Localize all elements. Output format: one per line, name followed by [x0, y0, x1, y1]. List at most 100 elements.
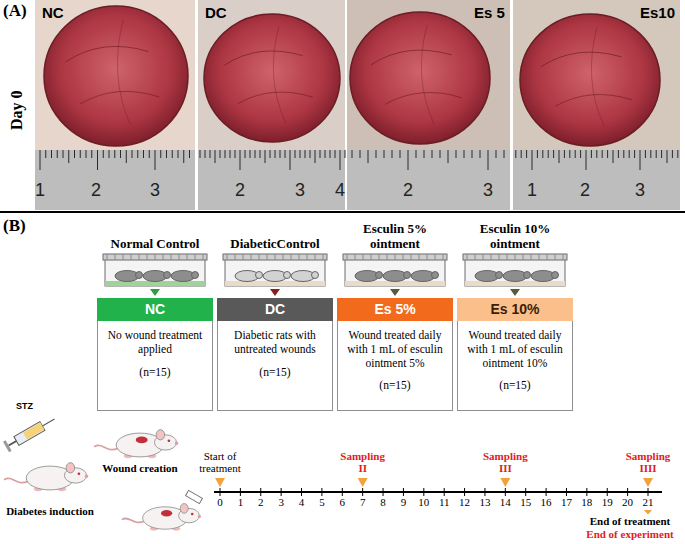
wound-photo [198, 0, 345, 210]
wound-photo [347, 0, 510, 210]
ruler-tick [480, 150, 481, 158]
day-number: 2 [258, 496, 264, 508]
rat-head [404, 272, 411, 279]
group-box: Es 10%Wound treated daily with 1 mL of e… [457, 298, 573, 411]
ruler-tick [270, 150, 271, 158]
ruler-tick [172, 150, 173, 158]
ruler-tick [672, 150, 673, 158]
plunger-cap [3, 440, 12, 452]
cage [223, 254, 327, 296]
ruler [513, 150, 680, 210]
pointer-triangle [510, 289, 520, 296]
cage-bar [363, 254, 364, 260]
rat-head [376, 272, 383, 279]
day-number: 18 [581, 496, 592, 508]
cage-bar [355, 254, 356, 260]
timeline-tick [464, 488, 465, 496]
ruler-tick [376, 150, 377, 158]
day-number: 5 [319, 496, 325, 508]
ruler-tick [340, 150, 341, 170]
cage-bar [323, 254, 324, 260]
cage-bar [267, 254, 268, 260]
day-number: 12 [459, 496, 470, 508]
rat-tail [4, 478, 28, 482]
cage-lid [223, 254, 327, 260]
ruler-tick [220, 150, 221, 158]
ruler-tick [86, 150, 87, 158]
event-label: Start of treatment [189, 450, 251, 475]
blood-vessel [371, 50, 452, 65]
sampling-label: Sampling IIII [621, 450, 675, 475]
wound [350, 12, 490, 144]
rat-eye [78, 472, 81, 475]
ruler-tick [352, 150, 353, 158]
ruler-tick [245, 150, 246, 158]
day-number: 14 [500, 496, 511, 508]
cage-bar [107, 254, 108, 260]
cage-bar [147, 254, 148, 260]
step-label: Wound creation [102, 462, 177, 475]
ruler-tick [591, 150, 592, 158]
sample-size: (n=15) [103, 366, 207, 380]
cage-body [465, 258, 565, 286]
ruler-tick [607, 150, 608, 158]
group-description: Wound treated daily with 1 mL of esculin… [463, 329, 567, 370]
wound-photo [35, 0, 195, 210]
cage-bar [347, 254, 348, 260]
skin [347, 0, 510, 150]
rat-head [312, 272, 319, 279]
day-number: 6 [340, 496, 346, 508]
cage-bar [563, 254, 564, 260]
ruler-tick [74, 150, 75, 158]
timeline-tick [342, 488, 343, 496]
ruler-tick [504, 150, 505, 158]
cage-bar [467, 254, 468, 260]
ruler-tick [416, 150, 417, 158]
day-number: 16 [541, 496, 552, 508]
ruler-number: 3 [635, 180, 645, 201]
panel-divider [0, 211, 685, 213]
day-number: 15 [520, 496, 531, 508]
rat [122, 504, 201, 531]
ruler-tick [559, 150, 560, 163]
timeline-tick [423, 488, 424, 496]
rat [4, 463, 88, 491]
blood-vessel [80, 91, 159, 104]
wound-photo [513, 0, 680, 210]
ruler-tick [120, 150, 121, 158]
cage-bar [227, 254, 228, 260]
cage-bar [523, 254, 524, 260]
day-number: 20 [622, 496, 633, 508]
ruler-tick [640, 150, 641, 170]
cage-bar [131, 254, 132, 260]
ruler-tick [667, 150, 668, 163]
ruler-tick [280, 150, 281, 158]
ruler-tick [645, 150, 646, 158]
ruler-tick [618, 150, 619, 158]
cage-bar [171, 254, 172, 260]
cage-bar [403, 254, 404, 260]
ruler-tick [330, 150, 331, 158]
group-heading: Esculin 10% ointment [465, 222, 565, 252]
timeline-tick [260, 488, 261, 496]
day-number: 9 [401, 496, 407, 508]
ruler-tick [650, 150, 651, 158]
day-number: 13 [479, 496, 490, 508]
group-bar: Es 5% [337, 298, 453, 321]
cage-bar [395, 254, 396, 260]
cage-bar [163, 254, 164, 260]
timeline-tick [525, 488, 526, 496]
ruler-tick [290, 150, 291, 170]
cage-bar [179, 254, 180, 260]
photo-tag: NC [40, 4, 66, 21]
ruler-number: 1 [35, 180, 45, 201]
ruler-tick [205, 150, 206, 158]
timeline-tick [648, 488, 649, 496]
ruler-tick [68, 150, 69, 163]
ruler-number: 4 [335, 180, 345, 201]
sample-size: (n=15) [343, 379, 447, 393]
rat-ear [180, 504, 188, 514]
cage-bar [547, 254, 548, 260]
ruler-tick [521, 150, 522, 158]
